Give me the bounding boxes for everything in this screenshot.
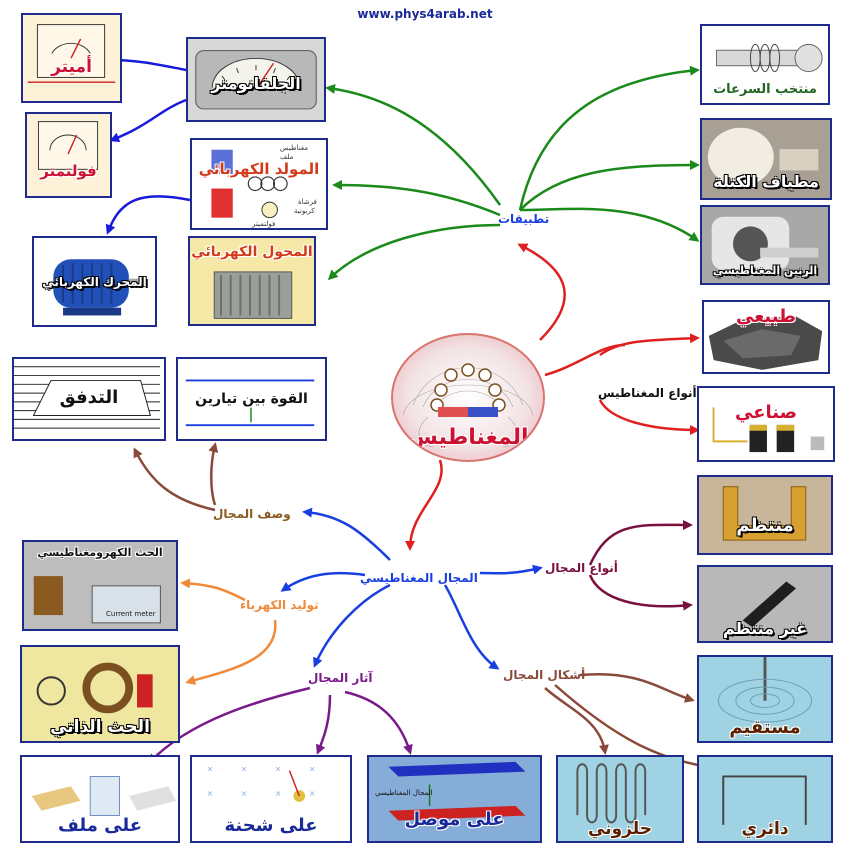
force-wires-image [185, 379, 315, 427]
magnet-center-node: المغناطيس [391, 333, 545, 462]
node-magnet-types: أنواع المغناطيس [598, 386, 697, 400]
on-charge-image: × × × × × × × × [207, 765, 316, 802]
natural-magnet-image [708, 316, 823, 370]
generator-tag-brush: فرشاة [298, 198, 317, 206]
artificial-magnet-image [712, 407, 825, 453]
motor-image [53, 259, 145, 316]
galvanometer-image [195, 50, 317, 110]
voltmeter-label: فولتمتر [40, 162, 97, 180]
generator-tag-voltmeter: فولتميتر [252, 220, 276, 228]
node-field-description: وصف المجال [213, 507, 291, 521]
node-field-types: أنواع المجال [545, 561, 618, 575]
on-charge-label: على شحنة [224, 815, 318, 836]
on-coil-label: على ملف [57, 815, 143, 836]
generator-tag-coil: ملف [280, 153, 294, 161]
force-wires-label: القوة بين تيارين [195, 391, 308, 407]
mri-image [702, 207, 828, 283]
current-meter-label: Current meter [106, 610, 156, 618]
mri-label: الرنين المغناطيسي [712, 264, 818, 277]
nonuniform-field-box: غير منتظم [697, 565, 833, 643]
straight-field-box: مستقيم [697, 655, 833, 743]
ammeter-label: أميتر [51, 57, 92, 77]
flux-image [14, 366, 161, 429]
generator-tag-carbon: كربونية [294, 207, 315, 215]
transformer-label: المحول الكهربائي [191, 244, 313, 260]
transformer-image [213, 271, 293, 319]
accelerator-label: منتخب السرعات [713, 82, 817, 97]
solenoid-box: حلزوني [556, 755, 684, 843]
transformer-box: المحول الكهربائي [188, 236, 316, 326]
em-induction-box: الحث الكهرومغناطيسي Current meter [22, 540, 178, 631]
on-coil-box: على ملف [20, 755, 180, 843]
mass-spectrometer-image [702, 120, 830, 198]
self-induction-image [22, 647, 178, 741]
galvanometer-label: الجلفانومتر [211, 74, 301, 93]
node-magnetic-field: المجال المغناطيسي [360, 571, 478, 585]
mass-spectrometer-label: مطياف الكتلة [713, 172, 819, 191]
circular-field-label: دائري [741, 819, 789, 839]
uniform-field-box: منتظم [697, 475, 833, 555]
nonuniform-field-image [699, 567, 831, 641]
circular-field-box: دائري [697, 755, 833, 843]
ammeter-box: أميتر [21, 13, 122, 103]
node-electricity-generation: توليد الكهرباء [240, 598, 319, 612]
galvanometer-box: الجلفانومتر [186, 37, 326, 122]
uniform-field-label: منتظم [736, 515, 794, 536]
node-field-shapes: أشكال المجال [503, 668, 586, 682]
mri-box: الرنين المغناطيسي [700, 205, 830, 285]
site-url[interactable]: www.phys4arab.net [357, 7, 493, 21]
circular-field-image [699, 757, 831, 841]
motor-label: المحرك الكهربائي [42, 275, 147, 289]
svg-text:×: × [207, 789, 214, 798]
magnet-field-image [402, 363, 534, 448]
svg-text:×: × [241, 765, 248, 774]
flux-label: التدفق [59, 387, 119, 408]
voltmeter-box: فولتمتر [25, 112, 112, 198]
straight-field-label: مستقيم [729, 717, 801, 738]
on-conductor-label: على موصل [404, 809, 505, 830]
on-conductor-box: المجال المغناطيسي على موصل [367, 755, 542, 843]
force-wires-box: القوة بين تيارين [176, 357, 327, 441]
on-charge-box: × × × × × × × × على شحنة [190, 755, 352, 843]
node-field-effects: آثار المجال [308, 671, 373, 685]
self-induction-label: الحث الذاتي [50, 717, 150, 737]
artificial-magnet-label: صناعي [734, 402, 797, 423]
uniform-field-image [699, 477, 831, 553]
generator-image [211, 149, 288, 219]
motor-box: المحرك الكهربائي [32, 236, 157, 327]
natural-magnet-box: طبيعي [702, 300, 830, 374]
svg-text:×: × [275, 765, 282, 774]
flux-box: التدفق [12, 357, 166, 441]
svg-text:×: × [309, 789, 316, 798]
svg-text:×: × [309, 765, 316, 774]
accelerator-box: منتخب السرعات [700, 24, 830, 105]
svg-text:×: × [275, 789, 282, 798]
accelerator-image [716, 43, 823, 73]
straight-field-image [699, 657, 831, 741]
generator-tag-magnet: مغناطيس [280, 144, 308, 152]
voltmeter-image [37, 121, 99, 170]
natural-magnet-label: طبيعي [735, 306, 797, 327]
mass-spectrometer-box: مطياف الكتلة [700, 118, 832, 200]
generator-label: المولد الكهربائي [198, 160, 320, 178]
em-induction-label: الحث الكهرومغناطيسي [37, 546, 163, 559]
generator-box: المولد الكهربائي مغناطيس ملف فرشاة كربون… [190, 138, 328, 230]
conductor-field-tag: المجال المغناطيسي [375, 789, 433, 797]
solenoid-label: حلزوني [588, 819, 652, 839]
on-conductor-image [369, 757, 540, 841]
svg-text:×: × [241, 789, 248, 798]
em-induction-image [24, 542, 176, 629]
solenoid-image [558, 757, 682, 841]
node-applications: تطبيقات [498, 212, 550, 226]
self-induction-box: الحث الذاتي [20, 645, 180, 743]
on-coil-image [31, 776, 177, 816]
artificial-magnet-box: صناعي [697, 386, 835, 462]
nonuniform-field-label: غير منتظم [722, 619, 808, 638]
svg-text:×: × [207, 765, 214, 774]
magnet-label: المغناطيس [407, 425, 529, 450]
ammeter-image [27, 24, 116, 83]
